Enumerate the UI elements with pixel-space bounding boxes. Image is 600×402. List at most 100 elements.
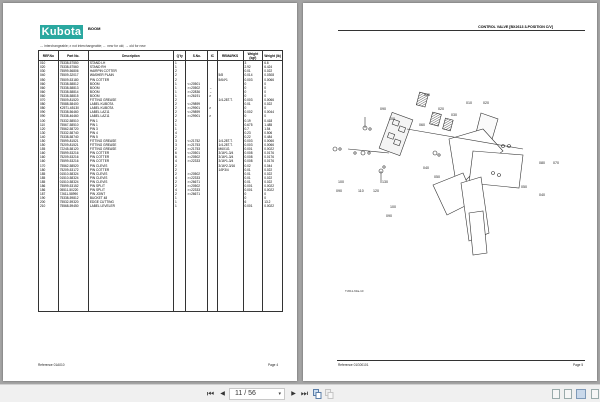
table-cell: 2 <box>172 184 187 189</box>
table-cell: 75588-58400 <box>57 102 89 107</box>
callout-130: 130 <box>382 180 388 184</box>
last-page-icon[interactable]: ⏭ <box>300 389 309 398</box>
table-cell: 75209-53172 <box>57 167 89 172</box>
table-cell <box>216 200 244 205</box>
callout-020-b: 020 <box>438 107 444 111</box>
table-cell: 0 <box>262 106 283 111</box>
callout-030: 030 <box>451 113 457 117</box>
callout-050-b: 050 <box>521 185 527 189</box>
parts-table: REF.No Part No. Description Q'ty S.No. I… <box>38 49 283 313</box>
col-header-description: Description <box>87 49 174 62</box>
table-cell: 75338-58812 <box>57 81 89 86</box>
col-header-sno: S.No. <box>185 49 209 62</box>
table-cell <box>216 184 244 189</box>
callout-090-bottom: 090 <box>386 214 392 218</box>
table-cell: 2 <box>172 163 187 168</box>
callout-070: 070 <box>553 161 559 165</box>
table-cell <box>172 208 187 313</box>
continuous-view-icon[interactable] <box>564 389 572 399</box>
callout-100-left: 100 <box>338 180 344 184</box>
paste-page-icon[interactable] <box>325 389 334 399</box>
table-cell <box>38 208 59 313</box>
table-cell: 01510-58324 <box>57 175 89 180</box>
table-cell: 1/8*3/4 <box>216 167 244 172</box>
two-page-continuous-view-icon[interactable] <box>591 389 599 399</box>
table-cell: 1 <box>172 200 187 205</box>
callout-050-a: 050 <box>434 175 440 179</box>
table-cell: 4 <box>172 175 187 180</box>
col-header-ref: REF.No <box>38 49 59 62</box>
table-cell <box>216 171 244 176</box>
table-cell: 0.0022 <box>262 147 283 152</box>
table-cell: 0 <box>262 93 283 99</box>
table-cell: 0.484 <box>262 134 283 139</box>
table-cell: 1 <box>172 196 187 201</box>
table-cell <box>207 171 218 176</box>
table-cell <box>207 147 218 152</box>
table-cell: 2 <box>172 114 187 119</box>
col-header-remarks: REMARKS <box>216 49 244 62</box>
table-cell: 75338-58740 <box>57 134 89 139</box>
table-cell <box>207 77 218 82</box>
table-cell: 2 <box>172 102 187 107</box>
table-cell: 75338-57560 <box>57 65 89 70</box>
chevron-down-icon[interactable]: ▾ <box>278 391 281 397</box>
table-cell: 0 <box>262 196 283 201</box>
table-cell <box>216 122 244 127</box>
kubota-logo: Kubota <box>40 25 83 39</box>
table-cell <box>207 73 218 78</box>
two-page-view-icon[interactable] <box>576 389 586 399</box>
table-cell: 3 <box>172 143 187 148</box>
table-cell: 0 <box>262 85 283 90</box>
table-cell <box>207 60 218 66</box>
table-cell: 6 <box>172 155 187 160</box>
single-page-view-icon[interactable] <box>552 389 560 399</box>
callout-080: 080 <box>539 161 545 165</box>
table-cell <box>216 130 244 135</box>
table-cell: 75338-56460 <box>57 110 89 115</box>
table-cell: 3/16*1-3/4 <box>216 151 244 156</box>
table-cell: 4 <box>172 159 187 164</box>
table-cell: 75599-53152 <box>57 184 89 189</box>
table-cell <box>207 204 218 209</box>
page-number-input[interactable]: 11 / 56 ▾ <box>229 388 285 400</box>
table-cell: 3/16*1-3/4 <box>216 155 244 160</box>
table-cell <box>242 208 264 313</box>
previous-page-icon[interactable]: ◀ <box>220 391 225 397</box>
table-cell: ≠ <box>207 93 218 99</box>
table-cell <box>216 196 244 201</box>
table-cell: 75338-58813 <box>57 85 89 90</box>
table-cell: 75599-56806 <box>57 69 89 74</box>
table-cell: 75509-32017 <box>57 73 89 78</box>
first-page-icon[interactable]: ⏮ <box>206 389 215 398</box>
table-cell: 0 <box>262 114 283 119</box>
table-cell <box>216 179 244 184</box>
table-cell: 0.044 <box>262 163 283 168</box>
table-cell: 2 <box>172 110 187 115</box>
section-title: BOOM <box>88 26 101 31</box>
table-cell: 75338-58814 <box>57 89 89 94</box>
callout-010: 010 <box>466 101 472 105</box>
table-cell: ← <box>207 85 218 90</box>
copy-page-icon[interactable] <box>313 389 322 399</box>
table-cell: 75532-59320 <box>57 200 89 205</box>
diagram-header: CONTROL VALVE [BX2613 3-POSITION C/V] <box>338 25 585 31</box>
table-cell <box>207 69 218 74</box>
table-cell: 0.418 <box>262 118 283 123</box>
callout-120: 120 <box>373 189 379 193</box>
next-page-icon[interactable]: ▶ <box>291 391 296 397</box>
col-header-qty: Q'ty <box>172 49 187 62</box>
callout-040-a: 040 <box>423 166 429 170</box>
table-cell <box>87 208 174 313</box>
document-viewport[interactable]: Kubota BOOM ↔ interchangeable; ≠ not int… <box>0 0 600 384</box>
